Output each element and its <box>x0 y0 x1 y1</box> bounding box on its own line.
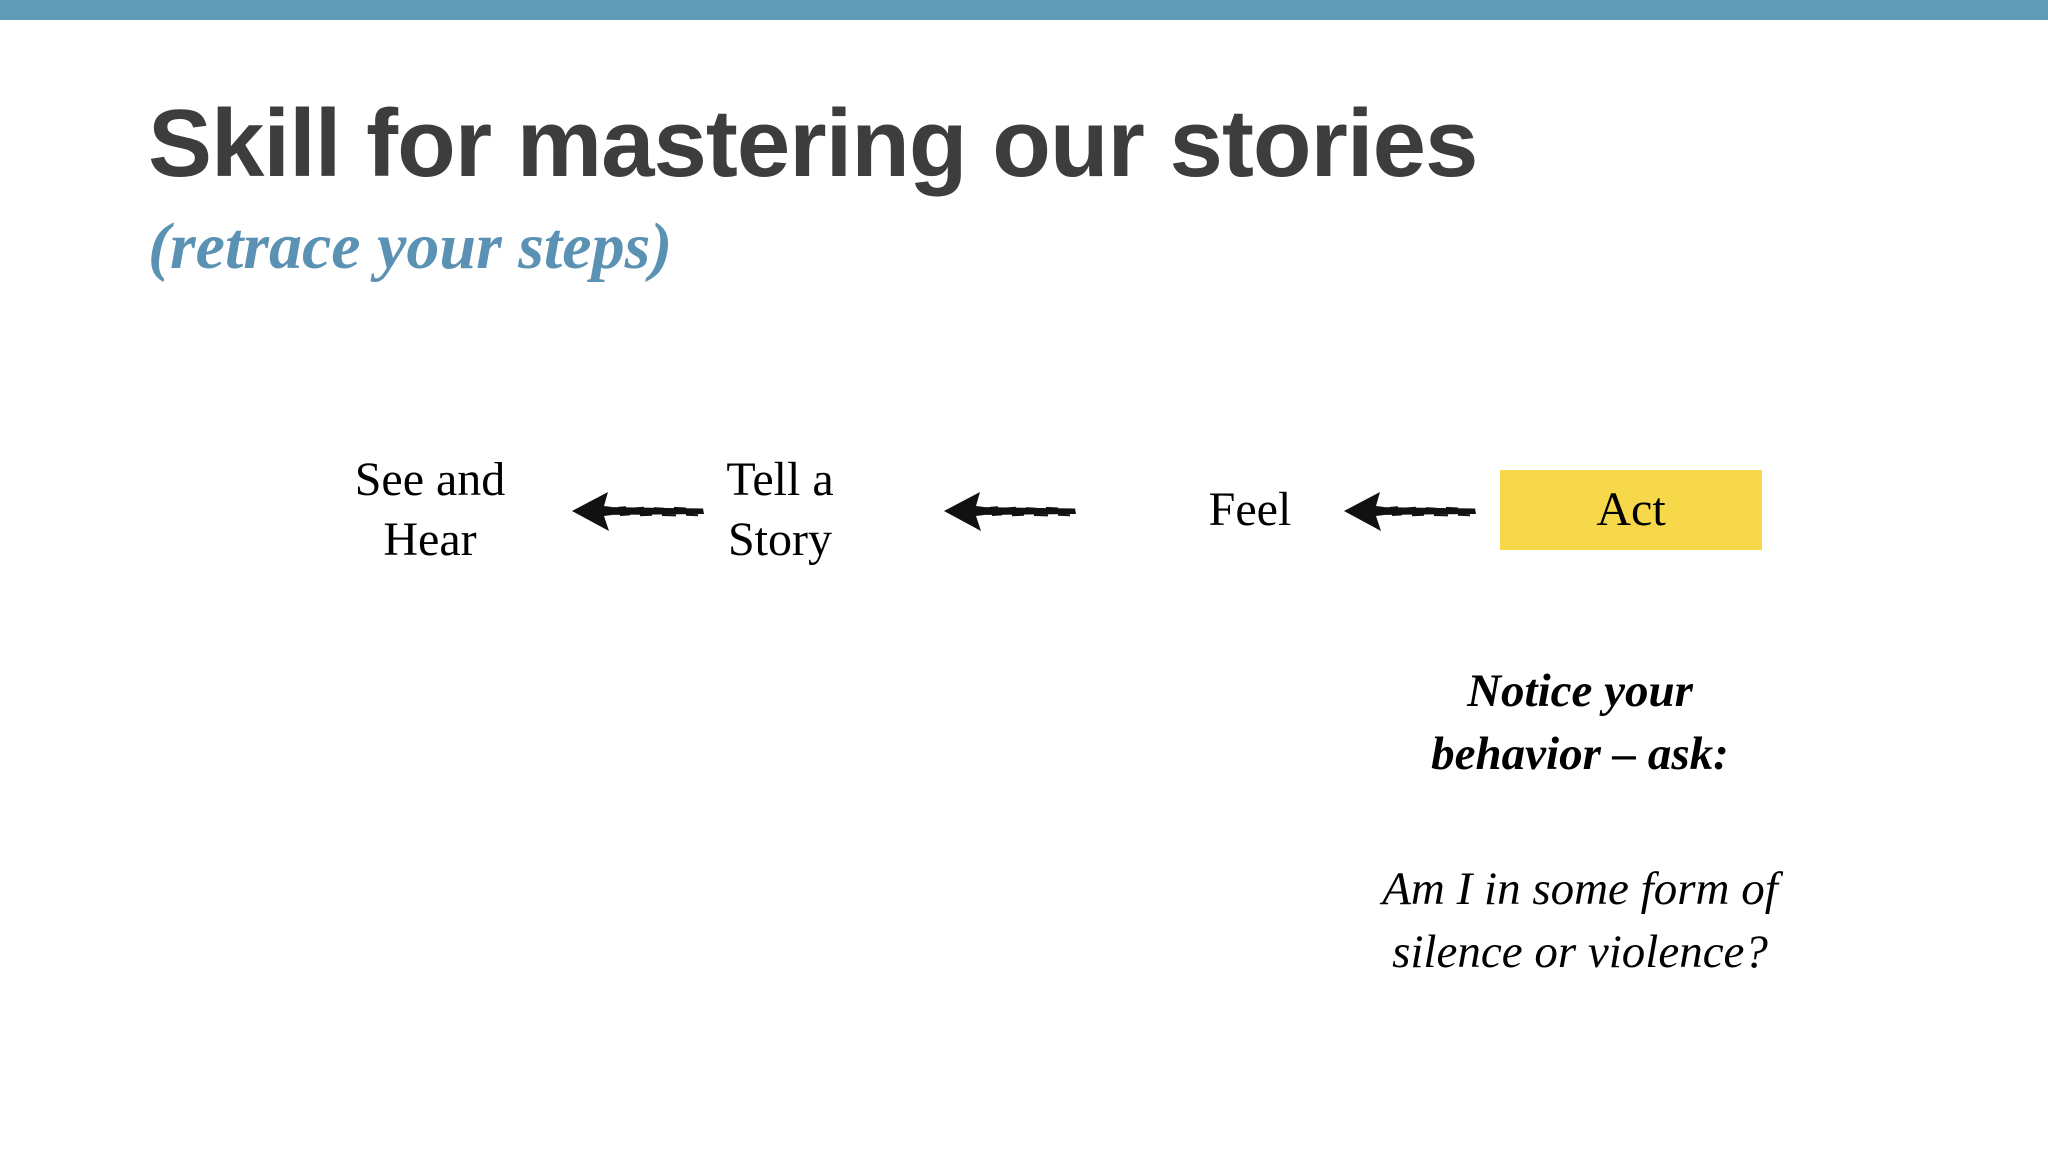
flow-node-tell-a-story-line1: Tell a <box>726 452 834 506</box>
flow-node-see-and-hear-line2: Hear <box>383 513 477 566</box>
note-primary-line2: behavior – ask: <box>1431 727 1729 780</box>
flow-node-act-label: Act <box>1500 470 1762 550</box>
note-silence-or-violence-question: Am I in some form of silence or violence… <box>1300 858 1860 983</box>
flow-node-feel-line1: Feel <box>1208 482 1292 536</box>
flow-node-act: Act <box>1500 440 1762 580</box>
flow-node-tell-a-story-label: Tell a Story <box>670 450 890 571</box>
flow-node-feel: Feel <box>1160 440 1340 580</box>
title-block: Skill for mastering our stories (retrace… <box>148 96 1848 280</box>
flow-node-see-and-hear-label: See and Hear <box>300 450 560 571</box>
flow-node-feel-label: Feel <box>1160 480 1340 540</box>
hand-drawn-left-arrow-icon <box>1340 486 1480 538</box>
top-accent-bar <box>0 0 2048 20</box>
flow-node-see-and-hear-line1: See and <box>354 452 506 506</box>
flow-node-see-and-hear: See and Hear <box>300 440 560 580</box>
note-primary-line1: Notice your <box>1467 665 1693 717</box>
page-subtitle: (retrace your steps) <box>148 210 673 283</box>
note-secondary-line1: Am I in some form of <box>1382 863 1778 915</box>
note-notice-your-behavior: Notice your behavior – ask: <box>1300 660 1860 785</box>
note-secondary-line2: silence or violence? <box>1392 925 1768 978</box>
flow-node-tell-a-story: Tell a Story <box>670 440 890 580</box>
hand-drawn-left-arrow-icon <box>940 486 1080 538</box>
page-title: Skill for mastering our stories <box>148 90 1478 197</box>
flow-node-tell-a-story-line2: Story <box>727 513 832 566</box>
hand-drawn-left-arrow-icon <box>568 486 708 538</box>
retrace-steps-flow-diagram: See and Hear Tell a Story <box>300 440 1762 580</box>
